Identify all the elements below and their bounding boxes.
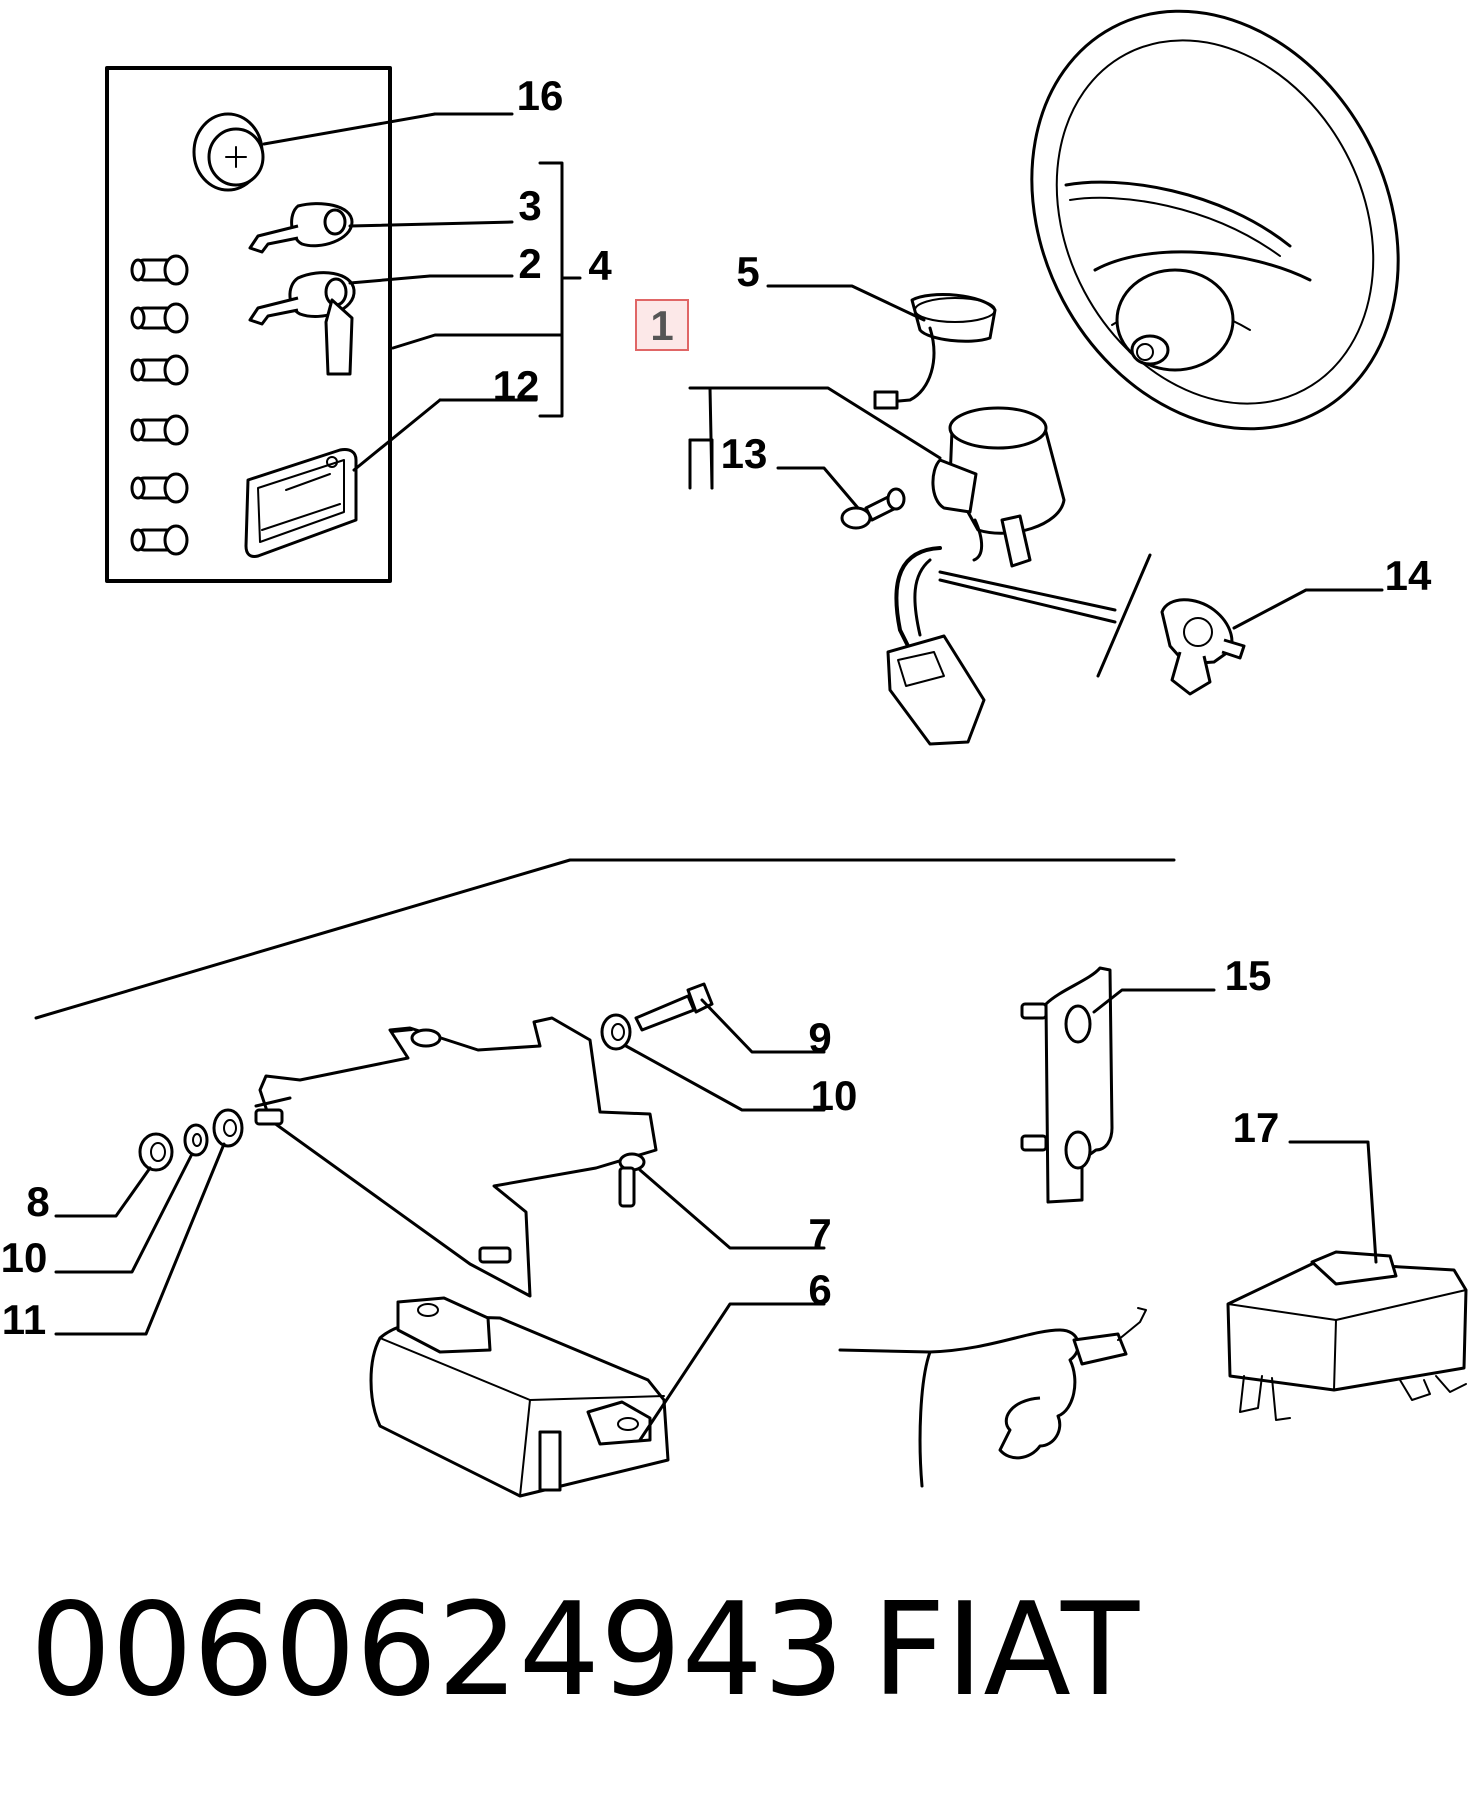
washer-part-11 — [212, 1108, 244, 1148]
bolt-part-9 — [634, 982, 714, 1032]
callout-3[interactable]: 3 — [518, 182, 541, 229]
highlight-box-part-1 — [635, 299, 689, 351]
kit-bracket — [391, 161, 582, 418]
callout-13[interactable]: 13 — [721, 430, 768, 477]
part-number: 0060624943 — [30, 1576, 844, 1725]
leader-lines-ignition — [688, 284, 1384, 630]
callout-10-bottom[interactable]: 10 — [1, 1234, 48, 1281]
callout-9[interactable]: 9 — [808, 1014, 831, 1061]
screw-part-13 — [840, 487, 906, 530]
cap-part-16 — [192, 112, 265, 192]
callout-11[interactable]: 11 — [2, 1296, 46, 1343]
callout-7[interactable]: 7 — [808, 1210, 831, 1257]
leader-lines-bracket — [54, 998, 826, 1442]
ignition-switch-part-1 — [886, 406, 1117, 746]
callout-8[interactable]: 8 — [26, 1178, 49, 1225]
ignition-ring-part-5 — [873, 293, 997, 410]
key-part-3 — [248, 202, 354, 254]
key-part-2 — [248, 271, 356, 376]
callout-10-top[interactable]: 10 — [811, 1072, 858, 1119]
leader-lines-kit — [262, 112, 538, 472]
callout-12[interactable]: 12 — [493, 362, 540, 409]
nut-part-8 — [138, 1132, 174, 1172]
break-line — [1096, 553, 1152, 678]
part-footer: 0060624943 FIAT — [30, 1576, 1140, 1725]
lock-cylinders — [130, 254, 189, 556]
callout-1[interactable]: 1 — [650, 302, 673, 349]
washer-part-10-top — [600, 1013, 632, 1051]
callout-5[interactable]: 5 — [736, 248, 759, 295]
brand-name: FIAT — [872, 1576, 1140, 1725]
steering-wheel — [1030, 9, 1400, 431]
washer-part-10-bottom — [183, 1123, 209, 1157]
callout-4[interactable]: 4 — [588, 242, 612, 289]
callout-17[interactable]: 17 — [1233, 1104, 1280, 1151]
mounting-bracket-part-7 — [254, 1016, 658, 1298]
callout-16[interactable]: 16 — [517, 72, 564, 119]
lock-kit-box — [105, 66, 392, 583]
mounting-plate-part-15 — [1020, 966, 1216, 1204]
receiver-module-part-17 — [1226, 1140, 1468, 1421]
callout-2[interactable]: 2 — [518, 240, 541, 287]
dashboard-outline — [34, 858, 1176, 1020]
callout-6[interactable]: 6 — [808, 1266, 831, 1313]
clip-part-14 — [1160, 598, 1246, 696]
callout-14[interactable]: 14 — [1385, 552, 1432, 599]
callout-15[interactable]: 15 — [1225, 952, 1272, 999]
hand-with-remote-key — [838, 1307, 1147, 1488]
code-card-part-12 — [244, 448, 358, 558]
callout-labels: 1 16 3 2 4 12 5 13 14 15 9 10 17 7 6 8 1… — [1, 72, 1432, 1343]
control-unit-part-6 — [369, 1296, 670, 1498]
